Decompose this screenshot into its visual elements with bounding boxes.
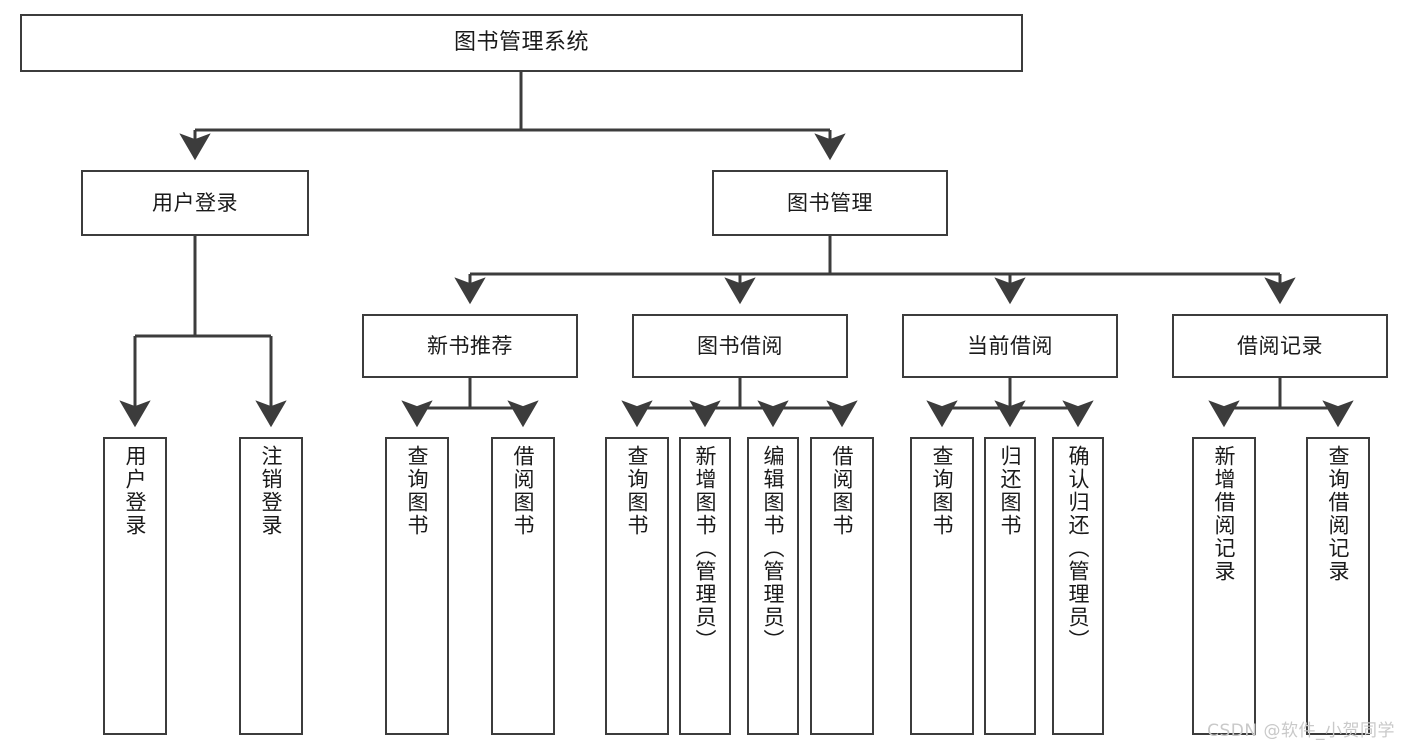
node-leaf-label: 注销登录 (259, 445, 284, 537)
node-leaf-user-login-login[interactable]: 用户登录 (103, 437, 167, 735)
node-leaf-label: 确认归还（管理员） (1066, 445, 1091, 652)
node-leaf-current-return-book[interactable]: 归还图书 (984, 437, 1036, 735)
node-leaf-label: 新增图书（管理员） (693, 445, 718, 652)
node-root[interactable]: 图书管理系统 (20, 14, 1023, 72)
node-leaf-label: 借阅图书 (511, 445, 536, 537)
watermark: CSDN @软件_小贺同学 (1207, 721, 1395, 741)
node-leaf-record-query-record[interactable]: 查询借阅记录 (1306, 437, 1370, 735)
node-leaf-label: 查询借阅记录 (1326, 445, 1351, 583)
node-leaf-current-query-book[interactable]: 查询图书 (910, 437, 974, 735)
node-leaf-current-confirm-return[interactable]: 确认归还（管理员） (1052, 437, 1104, 735)
node-leaf-record-add-record[interactable]: 新增借阅记录 (1192, 437, 1256, 735)
node-leaf-label: 借阅图书 (830, 445, 855, 537)
node-book-borrow-label: 图书借阅 (697, 333, 783, 358)
node-leaf-label: 用户登录 (123, 445, 148, 537)
node-leaf-user-login-logout[interactable]: 注销登录 (239, 437, 303, 735)
node-leaf-borrow-edit-book[interactable]: 编辑图书（管理员） (747, 437, 799, 735)
node-leaf-borrow-borrow-book[interactable]: 借阅图书 (810, 437, 874, 735)
node-current-borrow-label: 当前借阅 (967, 333, 1053, 358)
node-new-book-recommend[interactable]: 新书推荐 (362, 314, 578, 378)
node-leaf-label: 新增借阅记录 (1212, 445, 1237, 583)
node-book-management-label: 图书管理 (787, 190, 873, 215)
node-leaf-borrow-add-book[interactable]: 新增图书（管理员） (679, 437, 731, 735)
node-new-book-recommend-label: 新书推荐 (427, 333, 513, 358)
node-leaf-label: 查询图书 (930, 445, 955, 537)
node-root-label: 图书管理系统 (453, 30, 589, 56)
node-borrow-record[interactable]: 借阅记录 (1172, 314, 1388, 378)
node-user-login-label: 用户登录 (152, 190, 238, 215)
node-borrow-record-label: 借阅记录 (1237, 333, 1323, 358)
node-book-borrow[interactable]: 图书借阅 (632, 314, 848, 378)
node-leaf-label: 编辑图书（管理员） (761, 445, 786, 652)
node-leaf-label: 查询图书 (625, 445, 650, 537)
node-user-login[interactable]: 用户登录 (81, 170, 309, 236)
node-leaf-recommend-borrow-book[interactable]: 借阅图书 (491, 437, 555, 735)
node-book-management[interactable]: 图书管理 (712, 170, 948, 236)
node-leaf-recommend-query-book[interactable]: 查询图书 (385, 437, 449, 735)
node-leaf-label: 归还图书 (998, 445, 1023, 537)
node-leaf-borrow-query-book[interactable]: 查询图书 (605, 437, 669, 735)
node-leaf-label: 查询图书 (405, 445, 430, 537)
node-current-borrow[interactable]: 当前借阅 (902, 314, 1118, 378)
